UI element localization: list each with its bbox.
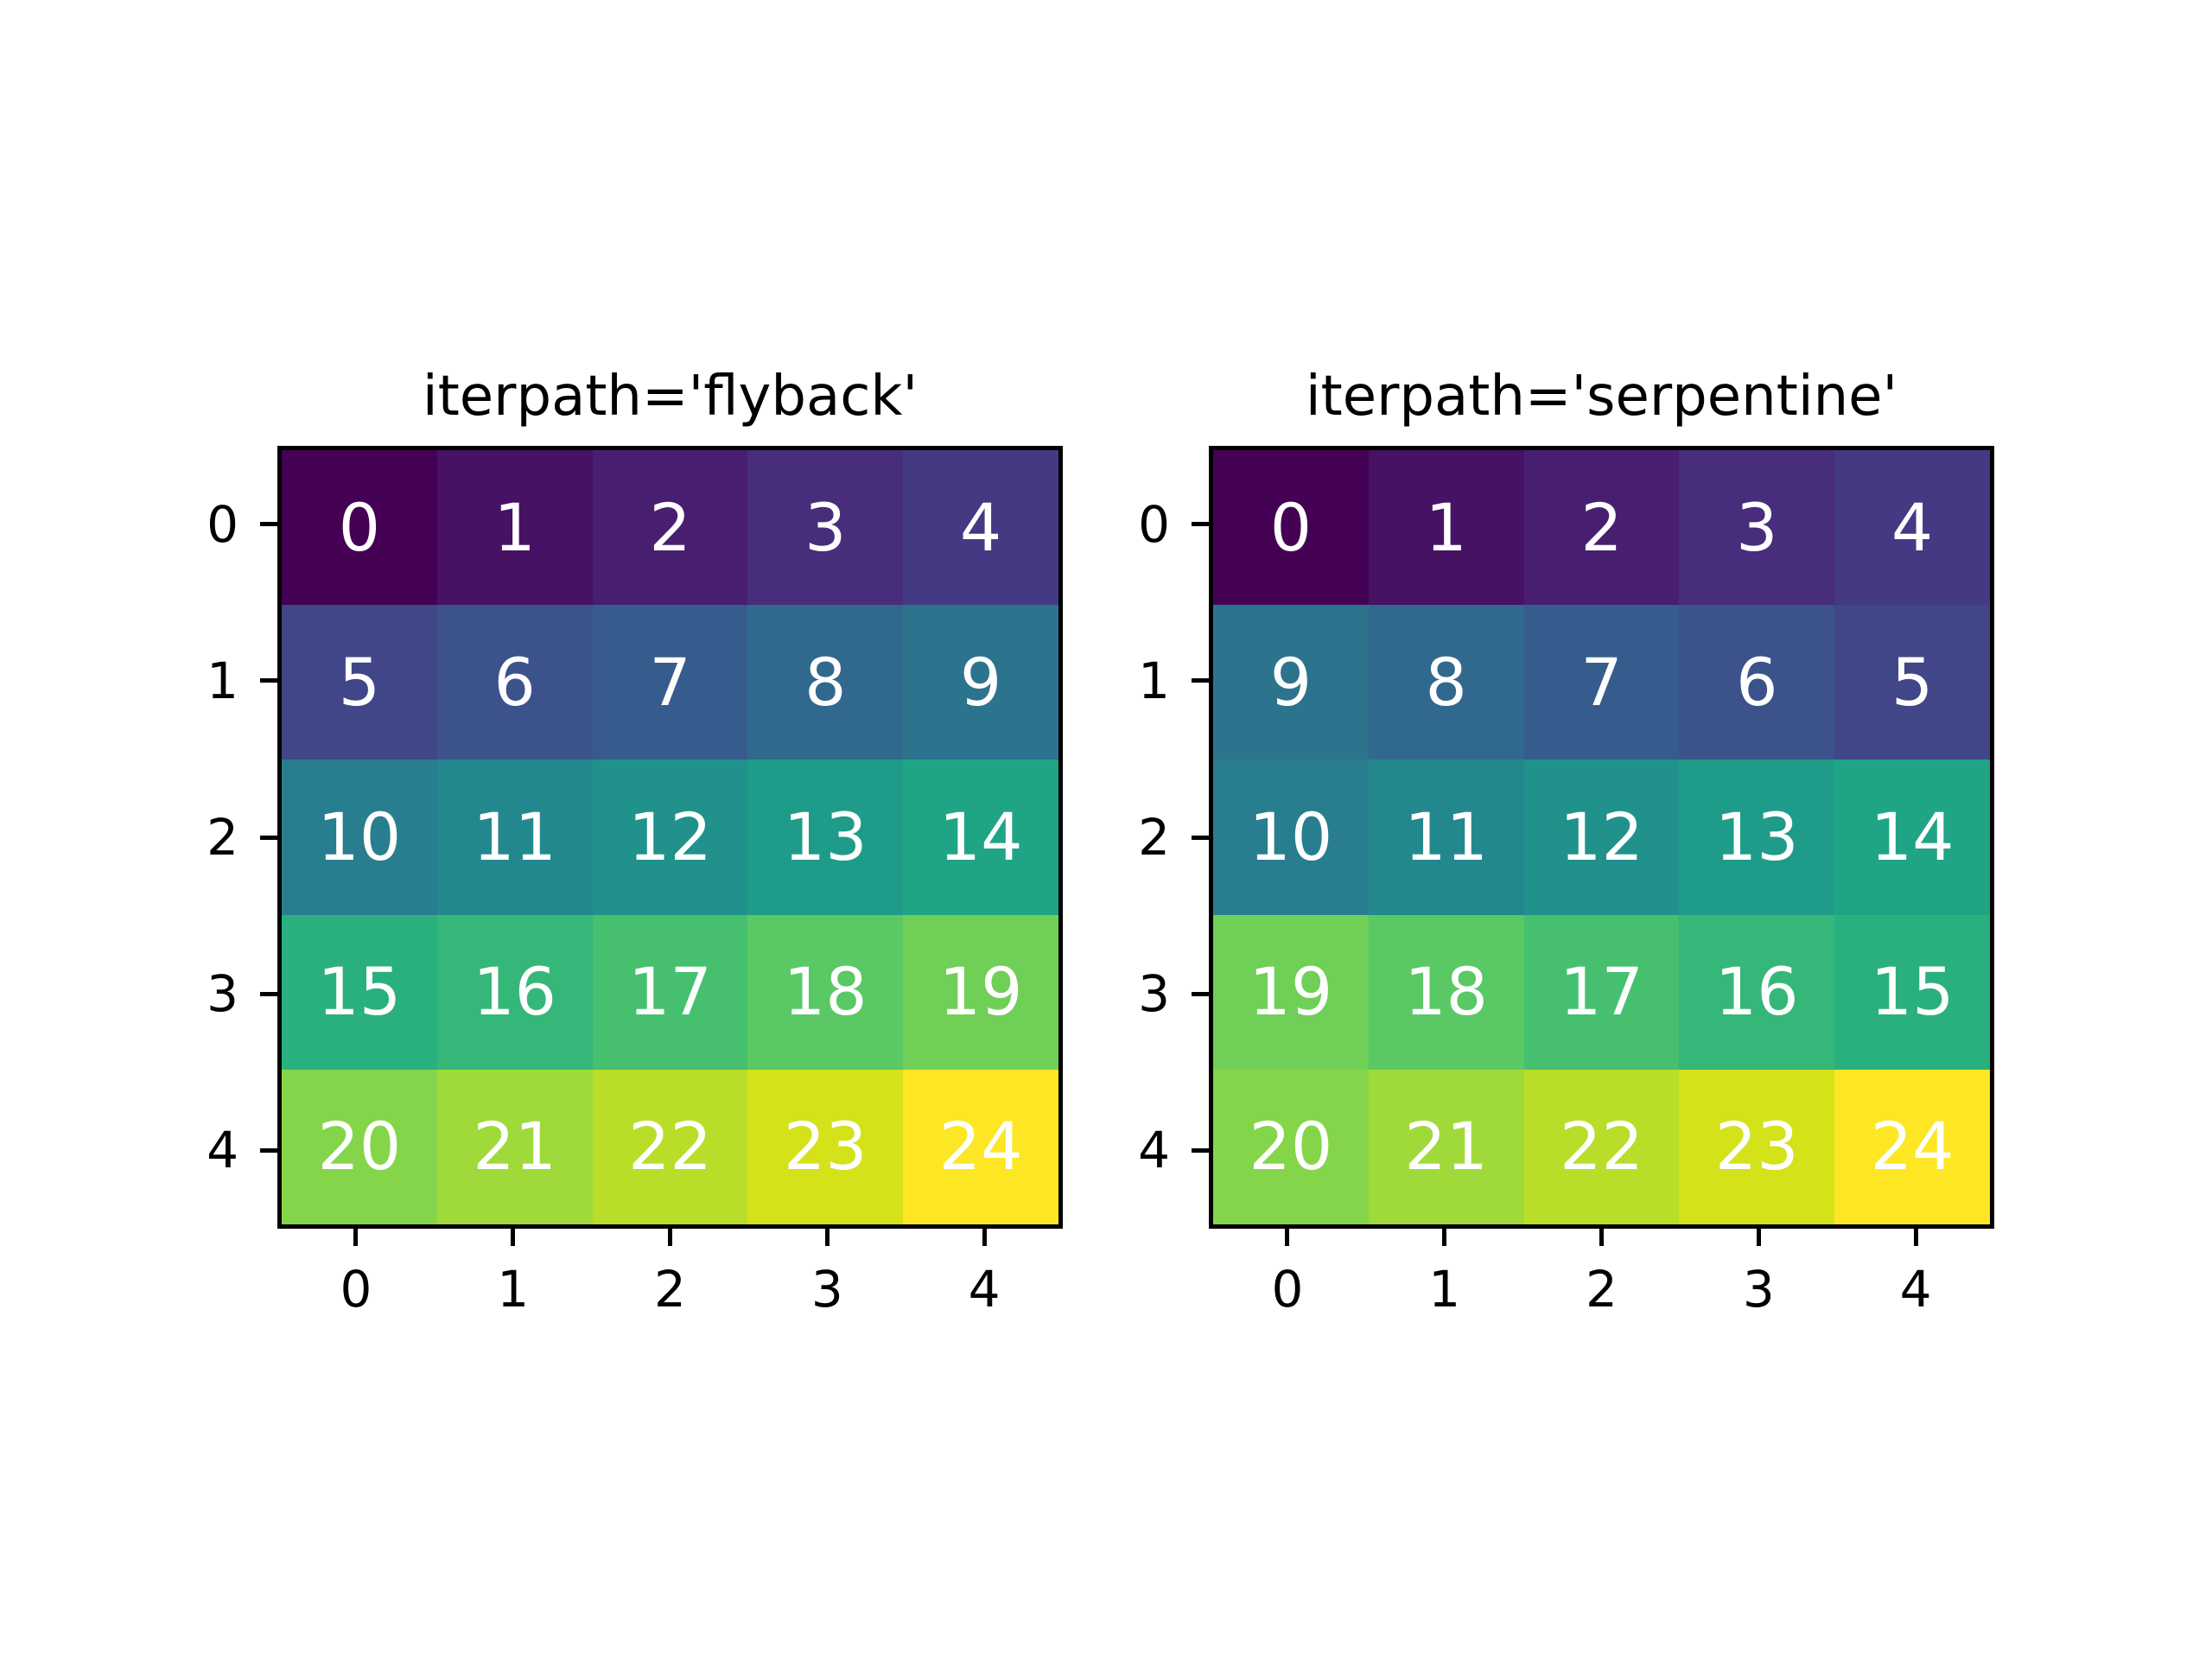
x-tick-mark xyxy=(1442,1229,1447,1246)
heatmap-cell: 14 xyxy=(903,760,1058,915)
heatmap-cell: 2 xyxy=(592,450,748,606)
y-tick-mark xyxy=(1192,1147,1209,1153)
x-tick-label: 0 xyxy=(1271,1260,1304,1319)
x-tick-label: 4 xyxy=(968,1260,1001,1319)
x-tick-label: 1 xyxy=(497,1260,530,1319)
heatmap-cell: 21 xyxy=(436,1069,593,1224)
y-tick-mark xyxy=(260,1147,277,1153)
heatmap-cell: 5 xyxy=(282,605,437,760)
heatmap-cell: 4 xyxy=(903,450,1058,606)
heatmap-cell: 0 xyxy=(282,450,437,606)
y-tick-label: 1 xyxy=(1138,651,1170,710)
x-tick-label: 2 xyxy=(654,1260,686,1319)
y-tick-mark xyxy=(260,991,277,996)
heatmap-cell: 19 xyxy=(1213,914,1369,1070)
x-tick-mark xyxy=(982,1229,987,1246)
heatmap-cell: 9 xyxy=(903,605,1058,760)
heatmap-cell: 22 xyxy=(1523,1069,1680,1224)
heatmap-cell: 12 xyxy=(592,760,748,915)
heatmap-cell: 16 xyxy=(436,914,593,1070)
heatmap-cell: 1 xyxy=(1368,450,1524,606)
heatmap-cell: 6 xyxy=(1679,605,1835,760)
heatmap-cell: 2 xyxy=(1523,450,1680,606)
heatmap-cell: 18 xyxy=(747,914,904,1070)
heatmap-cell: 19 xyxy=(903,914,1058,1070)
heatmap-cell: 24 xyxy=(903,1069,1058,1224)
x-tick-label: 3 xyxy=(810,1260,843,1319)
x-tick-mark xyxy=(1756,1229,1761,1246)
heatmap-cell: 10 xyxy=(282,760,437,915)
x-tick-mark xyxy=(1913,1229,1918,1246)
heatmap-cell: 7 xyxy=(1523,605,1680,760)
y-tick-mark xyxy=(260,835,277,840)
x-tick-label: 2 xyxy=(1586,1260,1618,1319)
x-tick-mark xyxy=(1285,1229,1290,1246)
heatmap-cell: 3 xyxy=(747,450,904,606)
heatmap-cell: 20 xyxy=(282,1069,437,1224)
heatmap-cell: 14 xyxy=(1834,760,1990,915)
y-tick-label: 1 xyxy=(207,651,238,710)
x-tick-mark xyxy=(668,1229,672,1246)
heatmap-cell: 9 xyxy=(1213,605,1369,760)
y-tick-label: 2 xyxy=(207,808,238,867)
heatmap-cell: 3 xyxy=(1679,450,1835,606)
y-tick-mark xyxy=(1192,522,1209,527)
y-tick-label: 4 xyxy=(207,1121,238,1180)
x-tick-mark xyxy=(511,1229,516,1246)
y-tick-label: 3 xyxy=(207,964,238,1024)
heatmap-cell: 10 xyxy=(1213,760,1369,915)
y-tick-mark xyxy=(260,522,277,527)
heatmap-cell: 8 xyxy=(1368,605,1524,760)
heatmap-cell: 17 xyxy=(1523,914,1680,1070)
heatmap-cell: 23 xyxy=(747,1069,904,1224)
heatmap-cell: 24 xyxy=(1834,1069,1990,1224)
heatmap-cell: 18 xyxy=(1368,914,1524,1070)
heatmap-cell: 11 xyxy=(436,760,593,915)
y-tick-mark xyxy=(1192,835,1209,840)
heatmap-cell: 16 xyxy=(1679,914,1835,1070)
heatmap-cell: 20 xyxy=(1213,1069,1369,1224)
x-tick-mark xyxy=(824,1229,830,1246)
y-tick-label: 2 xyxy=(1138,808,1170,867)
heatmap-cell: 12 xyxy=(1523,760,1680,915)
y-tick-mark xyxy=(1192,678,1209,683)
y-tick-mark xyxy=(260,678,277,683)
y-tick-label: 3 xyxy=(1138,964,1170,1024)
heatmap-cell: 11 xyxy=(1368,760,1524,915)
y-tick-mark xyxy=(1192,991,1209,996)
panel-title-flyback: iterpath='flyback' xyxy=(422,365,918,429)
x-tick-label: 1 xyxy=(1428,1260,1461,1319)
y-tick-label: 0 xyxy=(207,494,238,554)
x-tick-label: 0 xyxy=(340,1260,372,1319)
y-tick-label: 4 xyxy=(1138,1121,1170,1180)
heatmap-cell: 17 xyxy=(592,914,748,1070)
x-tick-label: 4 xyxy=(1899,1260,1932,1319)
heatmap-cell: 8 xyxy=(747,605,904,760)
heatmap-cell: 5 xyxy=(1834,605,1990,760)
heatmap-cell: 4 xyxy=(1834,450,1990,606)
heatmap-cell: 6 xyxy=(436,605,593,760)
heatmap-cell: 13 xyxy=(747,760,904,915)
heatmap-cell: 23 xyxy=(1679,1069,1835,1224)
panel-title-serpentine: iterpath='serpentine' xyxy=(1305,365,1898,429)
heatmap-cell: 1 xyxy=(436,450,593,606)
heatmap-cell: 15 xyxy=(1834,914,1990,1070)
heatmap-cell: 21 xyxy=(1368,1069,1524,1224)
x-tick-mark xyxy=(1599,1229,1604,1246)
heatmap-cell: 22 xyxy=(592,1069,748,1224)
x-tick-label: 3 xyxy=(1742,1260,1775,1319)
y-tick-label: 0 xyxy=(1138,494,1170,554)
heatmap-cell: 0 xyxy=(1213,450,1369,606)
heatmap-cell: 13 xyxy=(1679,760,1835,915)
heatmap-cell: 7 xyxy=(592,605,748,760)
heatmap-cell: 15 xyxy=(282,914,437,1070)
x-tick-mark xyxy=(353,1229,359,1246)
